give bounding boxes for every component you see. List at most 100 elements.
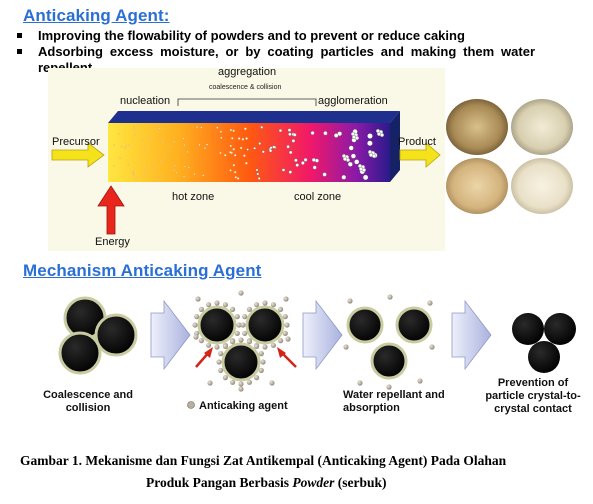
precursor-arrow-icon [51, 142, 105, 168]
stage-label-coalescence: Coalescence and collision [43, 389, 133, 414]
particle [135, 177, 137, 180]
particle [241, 138, 245, 141]
particle [278, 128, 283, 133]
particle [311, 157, 316, 162]
anticaking-particle [278, 338, 284, 344]
particle-cluster [354, 135, 360, 141]
anticaking-particle [246, 306, 252, 312]
particle [175, 172, 178, 174]
particle [224, 154, 227, 157]
anticaking-particle [258, 367, 264, 373]
particle [243, 154, 246, 157]
anticaking-particle [218, 367, 224, 373]
anticaking-particle [193, 334, 199, 340]
particle [173, 169, 175, 171]
particle [182, 137, 185, 140]
particle [229, 128, 233, 132]
particle [303, 158, 308, 162]
chevron-arrow-icon [302, 299, 343, 371]
figure-caption-line-1: Gambar 1. Mekanisme dan Fungsi Zat Antik… [20, 453, 507, 468]
particle [362, 174, 369, 181]
anticaking-particle [357, 380, 363, 386]
stage-4-particles [512, 313, 576, 373]
particle [287, 128, 292, 132]
particle [288, 132, 292, 136]
process-diagram [51, 98, 441, 235]
powder-photos [446, 98, 574, 216]
particle [196, 126, 198, 129]
particle [143, 148, 146, 151]
label-product: Product [398, 136, 436, 148]
label-hot-zone: hot zone [172, 191, 215, 203]
red-pointer-arrows [195, 347, 297, 368]
anticaking-particle [214, 344, 220, 350]
particle [143, 172, 146, 175]
particle [157, 177, 159, 180]
particle [113, 165, 116, 167]
anticaking-particle [429, 344, 435, 350]
particle [133, 126, 135, 128]
anticaking-particle [195, 296, 201, 302]
particle [145, 167, 147, 169]
particle [183, 144, 186, 146]
particle [237, 137, 241, 140]
tube-top-face [108, 111, 400, 123]
stage-label-water-repellant: Water repellant and absorption [343, 389, 445, 414]
particle [260, 125, 264, 129]
particle [234, 176, 238, 179]
particle [169, 146, 171, 148]
particle [244, 127, 247, 131]
anticaking-particle [238, 386, 244, 392]
particle [239, 146, 243, 150]
particles [113, 125, 385, 181]
particle [233, 170, 237, 174]
particle [158, 127, 161, 130]
powder-photo-4 [511, 158, 573, 214]
particle [186, 150, 189, 153]
particle [198, 143, 201, 146]
particle [323, 131, 328, 136]
anticaking-particle [254, 375, 260, 381]
particle [236, 177, 240, 180]
powder-photo-3 [446, 158, 508, 214]
particle [245, 161, 248, 165]
particle [200, 126, 203, 129]
particle [120, 145, 123, 148]
particle [219, 151, 222, 155]
anticaking-particle [238, 290, 244, 296]
anticaking-particle [206, 342, 212, 348]
anticaking-particle [236, 322, 242, 328]
particle [255, 168, 259, 172]
anticaking-particle [218, 351, 224, 357]
particle [219, 130, 223, 133]
powder-photo-2 [511, 99, 573, 155]
chevron-arrow-icon [150, 299, 191, 371]
particle [350, 153, 356, 159]
anticaking-particle [246, 379, 252, 385]
particle [367, 140, 373, 146]
particle [245, 137, 248, 140]
particle [288, 150, 293, 155]
particle-cluster [379, 132, 385, 138]
anticaking-particle [230, 339, 236, 345]
label-aggregation: aggregation [218, 66, 277, 78]
figure-caption-line-2: Produk Pangan Berbasis Powder (serbuk) [146, 475, 387, 490]
bullet-square-icon [17, 33, 22, 38]
anticaking-particle [206, 302, 212, 308]
label-agglomeration: agglomeration [318, 95, 388, 107]
section-title-mechanism: Mechanism Anticaking Agent [23, 261, 262, 280]
particle [269, 149, 273, 153]
particle [119, 157, 121, 159]
particle [193, 173, 196, 176]
particle [367, 133, 373, 139]
anticaking-particle [262, 300, 268, 306]
particle [152, 166, 155, 168]
anticaking-particle [417, 378, 423, 384]
anticaking-particle [198, 306, 204, 312]
particle [341, 174, 347, 180]
anticaking-particle [278, 306, 284, 312]
particle [232, 129, 235, 132]
particle [160, 160, 163, 162]
anticaking-particle [283, 296, 289, 302]
label-cool-zone: cool zone [294, 191, 342, 203]
